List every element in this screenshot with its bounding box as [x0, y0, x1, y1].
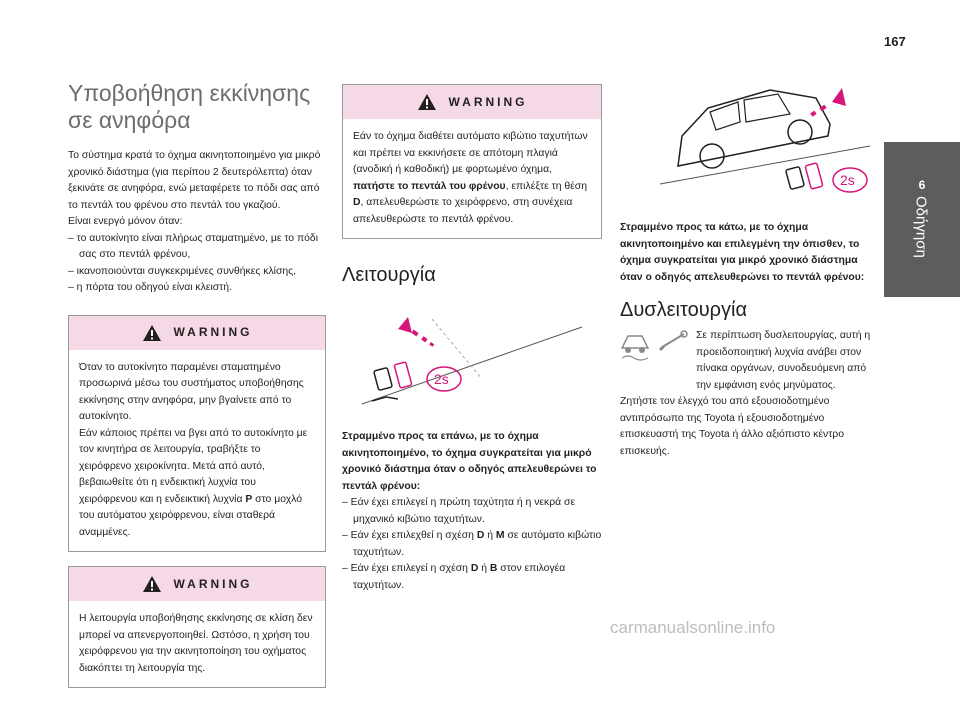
warning-body: Εάν το όχημα διαθέτει αυτόματο κιβώτιο τ…: [343, 119, 601, 238]
active-intro: Είναι ενεργό μόνον όταν:: [68, 216, 183, 227]
section-title: Υποβοήθηση εκκίνησης σε ανηφόρα: [68, 80, 311, 133]
car-icon: [677, 89, 831, 169]
operation-title: Λειτουργία: [342, 264, 436, 286]
warning-text: Η λειτουργία υποβοήθησης εκκίνησης σε κλ…: [79, 613, 313, 674]
warning-triangle-icon: [417, 94, 436, 110]
chapter-number: 6: [918, 178, 926, 192]
warning-body: Η λειτουργία υποβοήθησης εκκίνησης σε κλ…: [69, 601, 325, 687]
warning-header: WARNING: [343, 85, 601, 119]
timer-badge-text: 2s: [434, 371, 449, 387]
warning-box: WARNING Η λειτουργία υποβοήθησης εκκίνησ…: [68, 566, 326, 688]
column-3: 2s Στραμμένο προς τα κάτω, με το όχημα α…: [620, 84, 878, 460]
uphill-car-figure: 2s: [361, 317, 583, 405]
uphill-condition-item: – Εάν έχει επιλεγεί η σχέση D ή B στον ε…: [342, 563, 566, 591]
warning-body: Όταν το αυτοκίνητο παραμένει σταματημένο…: [69, 350, 325, 552]
timer-2s-icon: [426, 366, 462, 392]
column-2: WARNING Εάν το όχημα διαθέτει αυτόματο κ…: [342, 84, 602, 594]
timer-2s-icon: [832, 167, 868, 193]
malfunction-block: Σε περίπτωση δυσλειτουργίας, αυτή η προε…: [620, 328, 878, 394]
hill-start-warning-lamp-icon: [620, 330, 688, 361]
watermark: carmanualsonline.info: [610, 618, 776, 637]
warning-header: WARNING: [69, 567, 325, 601]
uphill-condition-item: – Εάν έχει επιλεχθεί η σχέση D ή M σε αυ…: [342, 530, 602, 558]
warning-label: WARNING: [173, 325, 253, 340]
condition-item: – το αυτοκίνητο είναι πλήρως σταματημένο…: [68, 232, 319, 261]
uphill-illustration: 2s: [342, 309, 602, 415]
page-number: 167: [884, 34, 906, 49]
uphill-caption: Στραμμένο προς τα επάνω, με το όχημα ακι…: [342, 431, 597, 492]
warning-label: WARNING: [448, 94, 528, 109]
warning-triangle-icon: [142, 576, 161, 592]
chapter-tab: 6 Οδήγηση: [884, 142, 960, 297]
warning-text: Εάν κάποιος πρέπει να βγει από το αυτοκί…: [79, 427, 308, 538]
condition-item: – ικανοποιούνται συγκεκριμένες συνθήκες …: [68, 265, 297, 277]
condition-item: – η πόρτα του οδηγού είναι κλειστή.: [68, 282, 232, 293]
malfunction-text: Σε περίπτωση δυσλειτουργίας, αυτή η προε…: [696, 330, 871, 391]
uphill-condition-item: – Εάν έχει επιλεγεί η πρώτη ταχύτητα ή η…: [342, 497, 576, 525]
warning-triangle-icon: [142, 324, 161, 341]
warning-header: WARNING: [69, 315, 325, 350]
warning-text: Όταν το αυτοκίνητο παραμένει σταματημένο…: [79, 361, 304, 423]
uphill-arrow-icon: [398, 317, 435, 347]
warning-label: WARNING: [173, 576, 253, 591]
warning-lamp-icons: [620, 328, 692, 362]
column-1: Υποβοήθηση εκκίνησης σε ανηφόρα Το σύστη…: [68, 80, 326, 702]
pedal-icon: [785, 162, 824, 190]
timer-badge-text: 2s: [840, 172, 855, 188]
chapter-title: Οδήγηση: [912, 196, 930, 258]
downhill-arrow-icon: [810, 88, 846, 117]
downhill-caption: Στραμμένο προς τα κάτω, με το όχημα ακιν…: [620, 222, 865, 283]
pedal-icon: [371, 361, 413, 402]
downhill-illustration: 2s: [620, 84, 878, 206]
warning-text: Εάν το όχημα διαθέτει αυτόματο κιβώτιο τ…: [353, 131, 588, 225]
downhill-car-figure: 2s: [659, 88, 871, 193]
intro-paragraph: Το σύστημα κρατά το όχημα ακινητοποιημέν…: [68, 150, 321, 211]
warning-box: WARNING Όταν το αυτοκίνητο παραμένει στα…: [68, 314, 326, 552]
warning-box: WARNING Εάν το όχημα διαθέτει αυτόματο κ…: [342, 84, 602, 239]
contact-dealer-text: Ζητήστε τον έλεγχό του από εξουσιοδοτημέ…: [620, 396, 845, 457]
malfunction-title: Δυσλειτουργία: [620, 299, 748, 321]
